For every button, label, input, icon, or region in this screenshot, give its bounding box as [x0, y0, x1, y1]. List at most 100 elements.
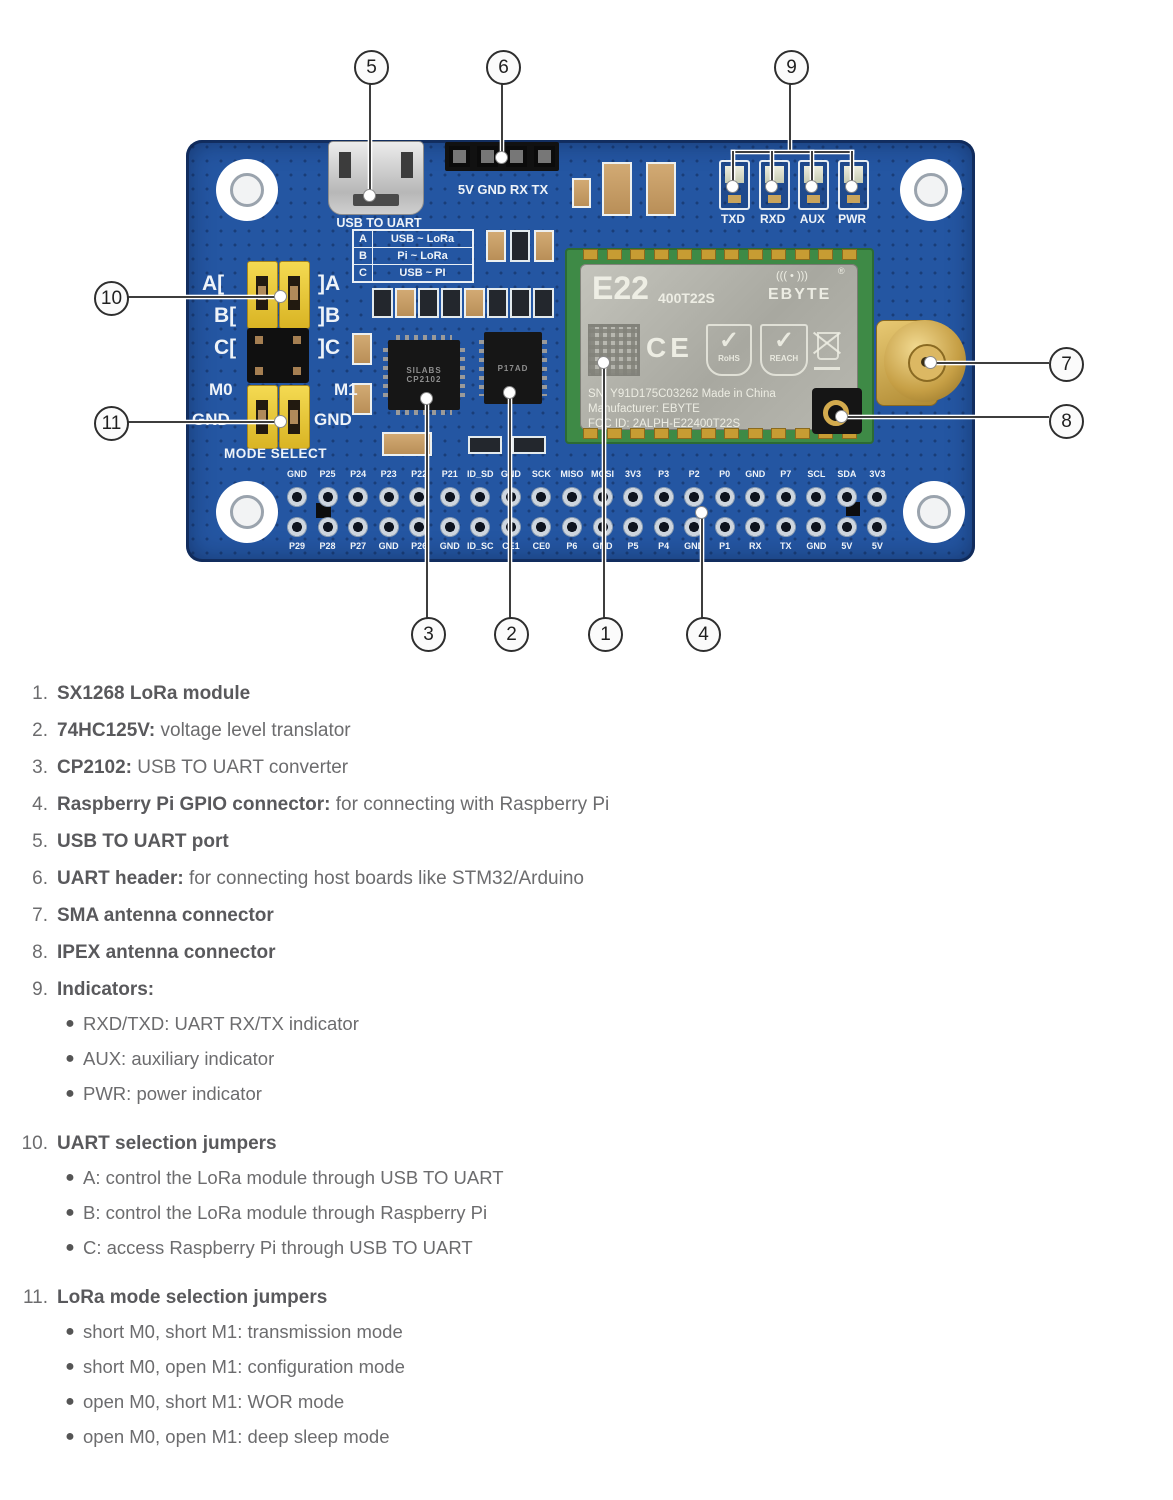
smd-resistor: [441, 288, 462, 318]
legend-item-text: Indicators:: [57, 978, 359, 1001]
mounting-hole: [903, 481, 965, 543]
legend-item-body: Indicators: ●RXD/TXD: UART RX/TX indicato…: [57, 978, 359, 1118]
legend-item-number: 2.: [32, 720, 48, 741]
legend-bullet: ●short M0, open M1: configuration mode: [57, 1356, 405, 1378]
gpio-hole-bottom: [806, 517, 827, 537]
callout-6: 6: [486, 50, 521, 85]
smd-resistor: [468, 436, 502, 454]
uart-header-pins-label: 5V GND RX TX: [457, 182, 549, 197]
legend-item-bold: LoRa mode selection jumpers: [57, 1287, 328, 1308]
smd-resistor: [533, 288, 554, 318]
legend-bullet-text: RXD/TXD: UART RX/TX indicator: [83, 1013, 359, 1034]
jumper-label-b-right: ]B: [318, 304, 341, 327]
legend-item: 2. 74HC125V: voltage level translator: [0, 719, 1150, 742]
gpio-hole-top: [409, 487, 430, 507]
gpio-label-top: MOSI: [586, 469, 620, 479]
gpio-label-bottom: P5: [627, 541, 639, 551]
gpio-hole-top: [623, 487, 644, 507]
leader-line-2: [509, 392, 511, 618]
legend-item: 5.USB TO UART port: [0, 830, 1150, 853]
mode-select-label: MODE SELECT: [224, 446, 328, 461]
module-pad-bottom: [700, 428, 716, 439]
reach-mark: ✓ REACH: [760, 324, 808, 376]
module-pad-top: [700, 249, 716, 260]
gpio-hole-top: [714, 487, 735, 507]
smd-resistor: [372, 288, 393, 318]
legend-item-number: 7.: [32, 905, 48, 926]
module-manufacturer: Manufacturer: EBYTE: [588, 403, 700, 415]
indicator-label-txd: TXD: [721, 212, 745, 226]
legend-item-rest: voltage level translator: [155, 720, 351, 741]
gpio-label-bottom: P6: [566, 541, 578, 551]
legend-item-bold: USB TO UART port: [57, 831, 229, 852]
leader-line-7: [932, 362, 1049, 364]
smd-capacitor: [646, 162, 676, 216]
bullet-dot: ●: [65, 1393, 75, 1410]
legend-item-number: 4.: [32, 794, 48, 815]
gpio-label-top: P22: [411, 469, 428, 479]
module-pad-top: [724, 249, 739, 260]
gpio-hole-top: [317, 487, 338, 507]
gpio-hole-bottom: [714, 517, 735, 537]
module-pad-bottom: [677, 428, 692, 439]
gpio-label-top: P7: [780, 469, 792, 479]
module-pad-bottom: [653, 428, 669, 439]
gpio-label-bottom: P4: [658, 541, 670, 551]
leader-drop-9b: [771, 151, 773, 185]
bullet-dot: ●: [65, 1204, 75, 1221]
gnd-right-label: GND: [314, 410, 352, 429]
leader-line-10: [127, 296, 281, 298]
legend-item-number: 1.: [32, 683, 48, 704]
legend-item-bold: 74HC125V:: [57, 720, 156, 741]
callout-10: 10: [94, 281, 129, 316]
jumper-label-c-right: ]C: [318, 336, 341, 359]
legend-item: 6.UART header: for connecting host board…: [0, 867, 1150, 890]
module-pad-top: [747, 249, 763, 260]
module-variant: 400T22S: [658, 290, 715, 306]
module-pad-top: [606, 249, 622, 260]
gpio-label-top: P25: [319, 469, 336, 479]
module-pad-top: [630, 249, 645, 260]
smd-capacitor: [534, 230, 554, 262]
legend-item-body: SMA antenna connector: [57, 904, 274, 927]
legend-item-body: Raspberry Pi GPIO connector: for connect…: [57, 793, 609, 816]
module-shield: E22 400T22S ((( • ))) ® EBYTE CE ✓ RoHS …: [580, 264, 858, 430]
leader-line-9: [789, 82, 791, 152]
uart-select-header-c: [247, 328, 309, 383]
gpio-hole-bottom: [378, 517, 399, 537]
callout-3: 3: [411, 617, 446, 652]
callout-8: 8: [1049, 404, 1084, 439]
gnd-left-label: GND: [192, 410, 230, 429]
legend-bullet: ●AUX: auxiliary indicator: [57, 1048, 359, 1070]
leader-dot-2: [503, 386, 516, 399]
gpio-hole-bottom: [348, 517, 369, 537]
leader-branch-9: [732, 151, 853, 153]
gpio-hole-bottom: [409, 517, 430, 537]
legend-item: 10.UART selection jumpers●A: control the…: [0, 1132, 1150, 1272]
leader-dot-9a: [726, 180, 739, 193]
gpio-label-bottom: CE0: [532, 541, 551, 551]
gpio-label-top: GND: [745, 469, 766, 479]
legend-item-text: USB TO UART port: [57, 830, 229, 853]
callout-11: 11: [94, 406, 129, 441]
legend-item-bold: Raspberry Pi GPIO connector:: [57, 794, 331, 815]
legend-bullet-list: ●short M0, short M1: transmission mode●s…: [57, 1321, 405, 1448]
gpio-hole-top: [470, 487, 491, 507]
legend-item-text: LoRa mode selection jumpers: [57, 1286, 405, 1309]
gpio-label-top: SCK: [531, 469, 551, 479]
gpio-label-bottom: TX: [780, 541, 792, 551]
legend-bullet-list: ●RXD/TXD: UART RX/TX indicator●AUX: auxi…: [57, 1013, 359, 1105]
gpio-label-bottom: GND: [586, 541, 620, 551]
legend-item-number: 11.: [22, 1287, 48, 1308]
gpio-label-top: P0: [719, 469, 731, 479]
uart-select-jumper-a: [247, 261, 278, 329]
gpio-label-bottom: 5V: [871, 541, 883, 551]
indicator-label-rxd: RXD: [760, 212, 786, 226]
legend-bullet-text: open M0, short M1: WOR mode: [83, 1391, 345, 1412]
gpio-hole-bottom: [653, 517, 674, 537]
led-die: [804, 166, 824, 183]
gpio-hole-top: [775, 487, 796, 507]
gpio-label-top: 3V3: [625, 469, 642, 479]
smd-resistor: [418, 288, 439, 318]
